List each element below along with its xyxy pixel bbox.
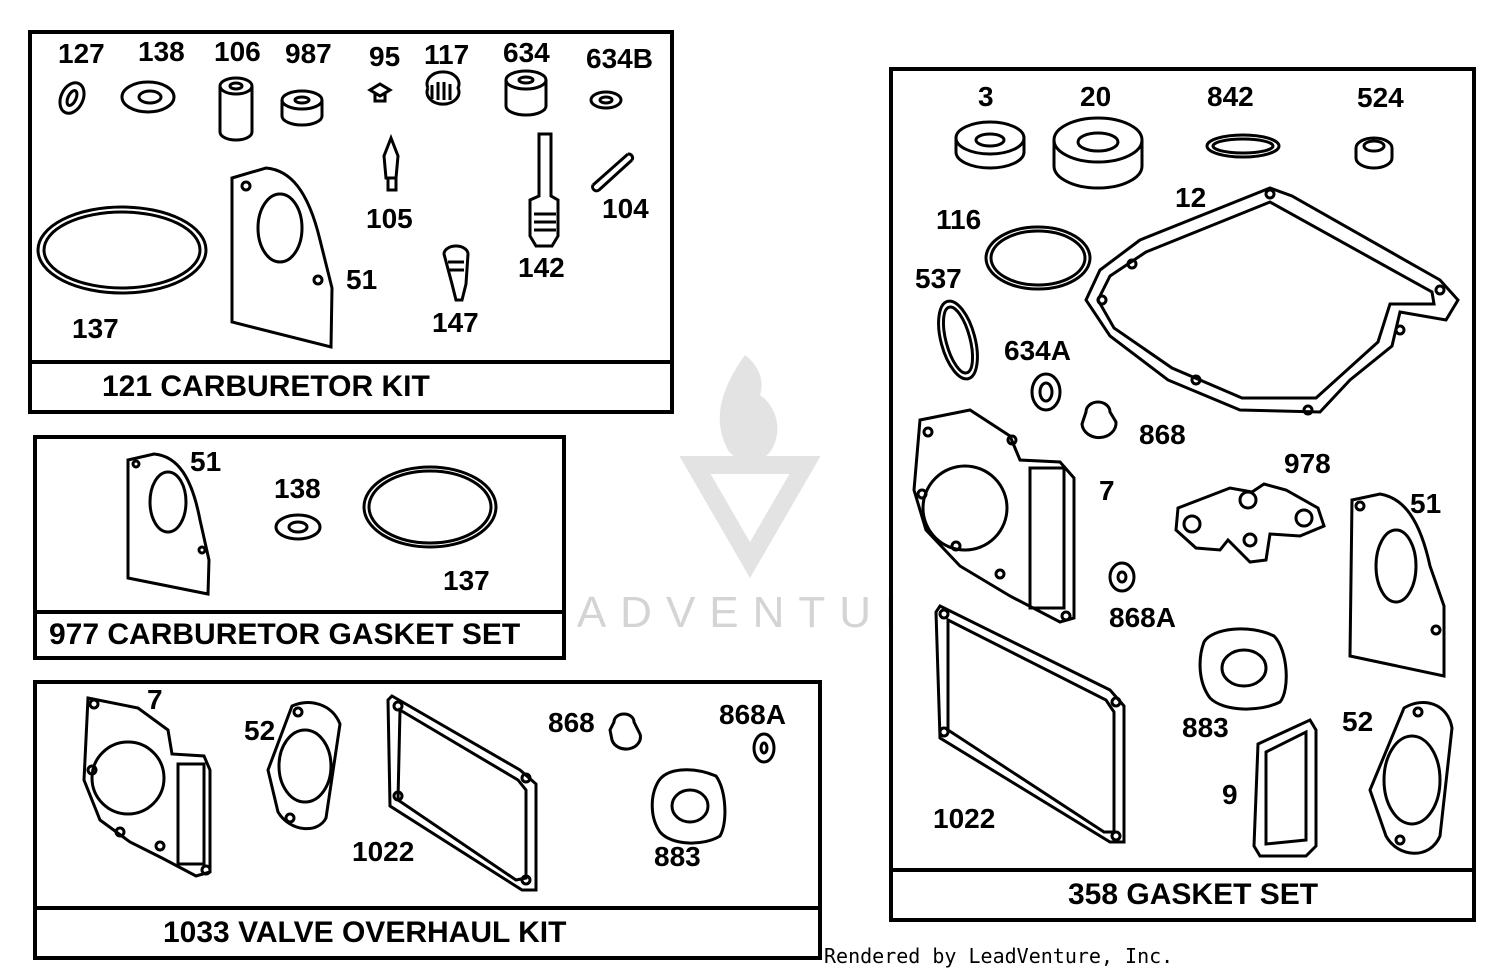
callout-105: 105 bbox=[366, 203, 413, 234]
callout-883: 883 bbox=[654, 841, 701, 872]
callout-142: 142 bbox=[518, 252, 565, 283]
callout-106: 106 bbox=[214, 36, 261, 67]
valve-overhaul-kit-title-bar: 1033 VALVE OVERHAUL KIT bbox=[37, 906, 818, 956]
callout-117: 117 bbox=[424, 39, 470, 70]
callout-883: 883 bbox=[1182, 712, 1229, 743]
callout-127: 127 bbox=[58, 38, 105, 69]
callout-868: 868 bbox=[548, 707, 595, 738]
callout-868a: 868A bbox=[1109, 602, 1176, 633]
callout-20: 20 bbox=[1080, 81, 1112, 112]
callout-1022: 1022 bbox=[352, 836, 415, 867]
callout-138: 138 bbox=[138, 36, 185, 67]
callout-52: 52 bbox=[244, 715, 276, 746]
callout-842: 842 bbox=[1207, 81, 1254, 112]
callout-537: 537 bbox=[915, 263, 962, 294]
callout-987: 987 bbox=[285, 38, 332, 69]
callout-52: 52 bbox=[1342, 706, 1374, 737]
callout-51: 51 bbox=[1410, 488, 1442, 519]
callout-634b: 634B bbox=[586, 43, 653, 74]
carburetor-gasket-set-title-bar: 977 CARBURETOR GASKET SET bbox=[37, 610, 562, 656]
callout-147: 147 bbox=[432, 307, 479, 338]
callout-3: 3 bbox=[978, 81, 994, 112]
callout-868a: 868A bbox=[719, 699, 786, 730]
gasket-set-title-bar: 358 GASKET SET bbox=[893, 868, 1472, 918]
callout-104: 104 bbox=[602, 193, 649, 224]
rendered-by-credit: Rendered by LeadVenture, Inc. bbox=[824, 944, 1174, 968]
callout-137: 137 bbox=[72, 313, 119, 344]
gasket-set-title: 358 GASKET SET bbox=[1068, 878, 1319, 911]
carburetor-kit-title-bar: 121 CARBURETOR KIT bbox=[32, 360, 670, 410]
carburetor-kit-title: 121 CARBURETOR KIT bbox=[102, 370, 430, 403]
callout-12: 12 bbox=[1175, 182, 1207, 213]
callout-7: 7 bbox=[1099, 475, 1115, 506]
callout-978: 978 bbox=[1284, 448, 1331, 479]
callout-95: 95 bbox=[369, 41, 401, 72]
carburetor-gasket-set-panel: 977 CARBURETOR GASKET SET bbox=[33, 435, 566, 660]
callout-634a: 634A bbox=[1004, 335, 1071, 366]
callout-7: 7 bbox=[147, 684, 163, 715]
callout-138: 138 bbox=[274, 473, 321, 504]
callout-1022: 1022 bbox=[933, 803, 996, 834]
callout-137: 137 bbox=[443, 565, 490, 596]
valve-overhaul-kit-panel: 1033 VALVE OVERHAUL KIT bbox=[33, 680, 822, 960]
carburetor-gasket-set-title: 977 CARBURETOR GASKET SET bbox=[49, 618, 521, 651]
callout-634: 634 bbox=[503, 37, 550, 68]
valve-overhaul-kit-title: 1033 VALVE OVERHAUL KIT bbox=[163, 916, 567, 949]
callout-868: 868 bbox=[1139, 419, 1186, 450]
carburetor-kit-panel: 121 CARBURETOR KIT bbox=[28, 30, 674, 414]
callout-9: 9 bbox=[1222, 779, 1238, 810]
callout-51: 51 bbox=[190, 446, 222, 477]
watermark-text: LEADVENTURE bbox=[495, 588, 975, 637]
callout-116: 116 bbox=[936, 204, 982, 235]
callout-524: 524 bbox=[1357, 82, 1404, 113]
callout-51: 51 bbox=[346, 264, 378, 295]
